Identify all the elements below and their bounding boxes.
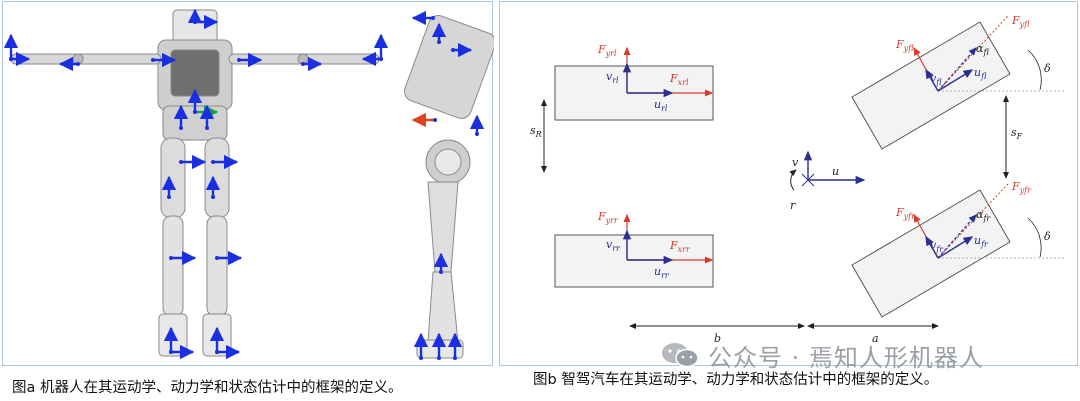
tire-front-left: Fyfl Fyfl αfl vfl ufl δ bbox=[851, 14, 1065, 150]
tire-rear-left: Fyrl Fxrl vrl url bbox=[554, 43, 714, 121]
dimension-b-a: b a bbox=[629, 323, 939, 345]
label-u-rr: urr bbox=[654, 265, 670, 280]
dimension-s-R: sR bbox=[530, 99, 547, 173]
frame-origin-5 bbox=[301, 62, 305, 66]
robot-frame-axes bbox=[3, 8, 485, 360]
label-v-rl: vrl bbox=[606, 70, 619, 85]
label-u-rl: url bbox=[654, 98, 668, 113]
label-a: a bbox=[872, 332, 879, 345]
frame-origin-14 bbox=[179, 160, 183, 164]
frame-origin-8 bbox=[151, 58, 155, 62]
frame-origin-30 bbox=[419, 356, 423, 360]
svg-text:vfl: vfl bbox=[930, 72, 942, 87]
frame-origin-25 bbox=[437, 40, 441, 44]
frame-origin-16 bbox=[169, 256, 173, 260]
svg-text:ufl: ufl bbox=[974, 66, 987, 81]
label-F-xrr: Fxrr bbox=[669, 239, 691, 254]
frame-origin-3 bbox=[379, 57, 383, 61]
label-F-yrl: Fyrl bbox=[597, 43, 617, 58]
label-F-yrr: Fyrr bbox=[597, 210, 619, 225]
vehicle-body-frame: v u r bbox=[789, 150, 866, 212]
svg-text:Fyfl: Fyfl bbox=[1011, 14, 1030, 29]
frame-origin-19 bbox=[169, 350, 173, 354]
svg-text:u: u bbox=[832, 165, 839, 178]
frame-origin-9 bbox=[237, 58, 241, 62]
caption-robot: 图a 机器人在其运动学、动力学和状态估计中的框架的定义。 bbox=[12, 380, 403, 396]
svg-text:αfl: αfl bbox=[976, 42, 989, 57]
svg-text:δ: δ bbox=[1044, 230, 1051, 243]
frame-origin-31 bbox=[437, 356, 441, 360]
label-F-xrl: Fxrl bbox=[669, 72, 689, 87]
wechat-icon bbox=[660, 341, 700, 369]
frame-origin-21 bbox=[215, 350, 219, 354]
svg-text:vfr: vfr bbox=[930, 239, 944, 254]
robot-front-view bbox=[10, 9, 380, 357]
frame-origin-24 bbox=[431, 16, 435, 20]
robot-diagram bbox=[3, 8, 494, 360]
svg-text:sF: sF bbox=[1011, 126, 1023, 141]
svg-text:sR: sR bbox=[530, 124, 542, 139]
svg-text:r: r bbox=[790, 199, 796, 212]
svg-text:ufr: ufr bbox=[974, 234, 989, 249]
frame-origin-28 bbox=[475, 132, 479, 136]
vehicle-diagram: Fyrl Fxrl vrl url Fyrr Fxrr vrr urr sR bbox=[530, 14, 1065, 345]
tire-rear-right: Fyrr Fxrr vrr urr bbox=[554, 210, 714, 288]
frame-origin-17 bbox=[215, 256, 219, 260]
frame-origin-4 bbox=[76, 62, 80, 66]
frame-origin-22 bbox=[167, 195, 171, 199]
frame-origin-11 bbox=[193, 110, 197, 114]
frame-origin-1 bbox=[9, 57, 13, 61]
frame-origin-26 bbox=[451, 48, 455, 52]
frame-origin-23 bbox=[211, 195, 215, 199]
dimension-s-F: sF bbox=[1003, 95, 1023, 179]
caption-vehicle: 图b 智驾汽车在其运动学、动力学和状态估计中的框架的定义。 bbox=[533, 372, 939, 388]
tire-front-right: Fyfr Fyfr αfr vfr ufr δ bbox=[851, 180, 1065, 318]
svg-text:Fyfr: Fyfr bbox=[895, 206, 916, 221]
frame-origin-13 bbox=[205, 126, 209, 130]
frame-origin-29 bbox=[439, 270, 443, 274]
label-v-rr: vrr bbox=[606, 238, 621, 253]
frame-origin-32 bbox=[453, 356, 457, 360]
frame-origin-12 bbox=[179, 126, 183, 130]
svg-text:v: v bbox=[792, 156, 799, 169]
svg-text:αfr: αfr bbox=[976, 208, 991, 223]
label-b: b bbox=[714, 332, 721, 345]
svg-text:Fyfl: Fyfl bbox=[895, 38, 914, 53]
robot-side-view bbox=[404, 15, 494, 359]
svg-text:δ: δ bbox=[1044, 62, 1051, 75]
frame-origin-15 bbox=[211, 160, 215, 164]
watermark-text: 公众号 · 焉知人形机器人 bbox=[708, 343, 984, 372]
svg-text:Fyfr: Fyfr bbox=[1011, 180, 1032, 195]
vehicle-frames-panel: Fyrl Fxrl vrl url Fyrr Fxrr vrr urr sR bbox=[499, 1, 1078, 366]
frame-origin-27 bbox=[433, 118, 437, 122]
frame-origin-7 bbox=[193, 20, 197, 24]
watermark: 公众号 · 焉知人形机器人 bbox=[660, 338, 984, 372]
robot-frames-panel bbox=[2, 1, 494, 366]
